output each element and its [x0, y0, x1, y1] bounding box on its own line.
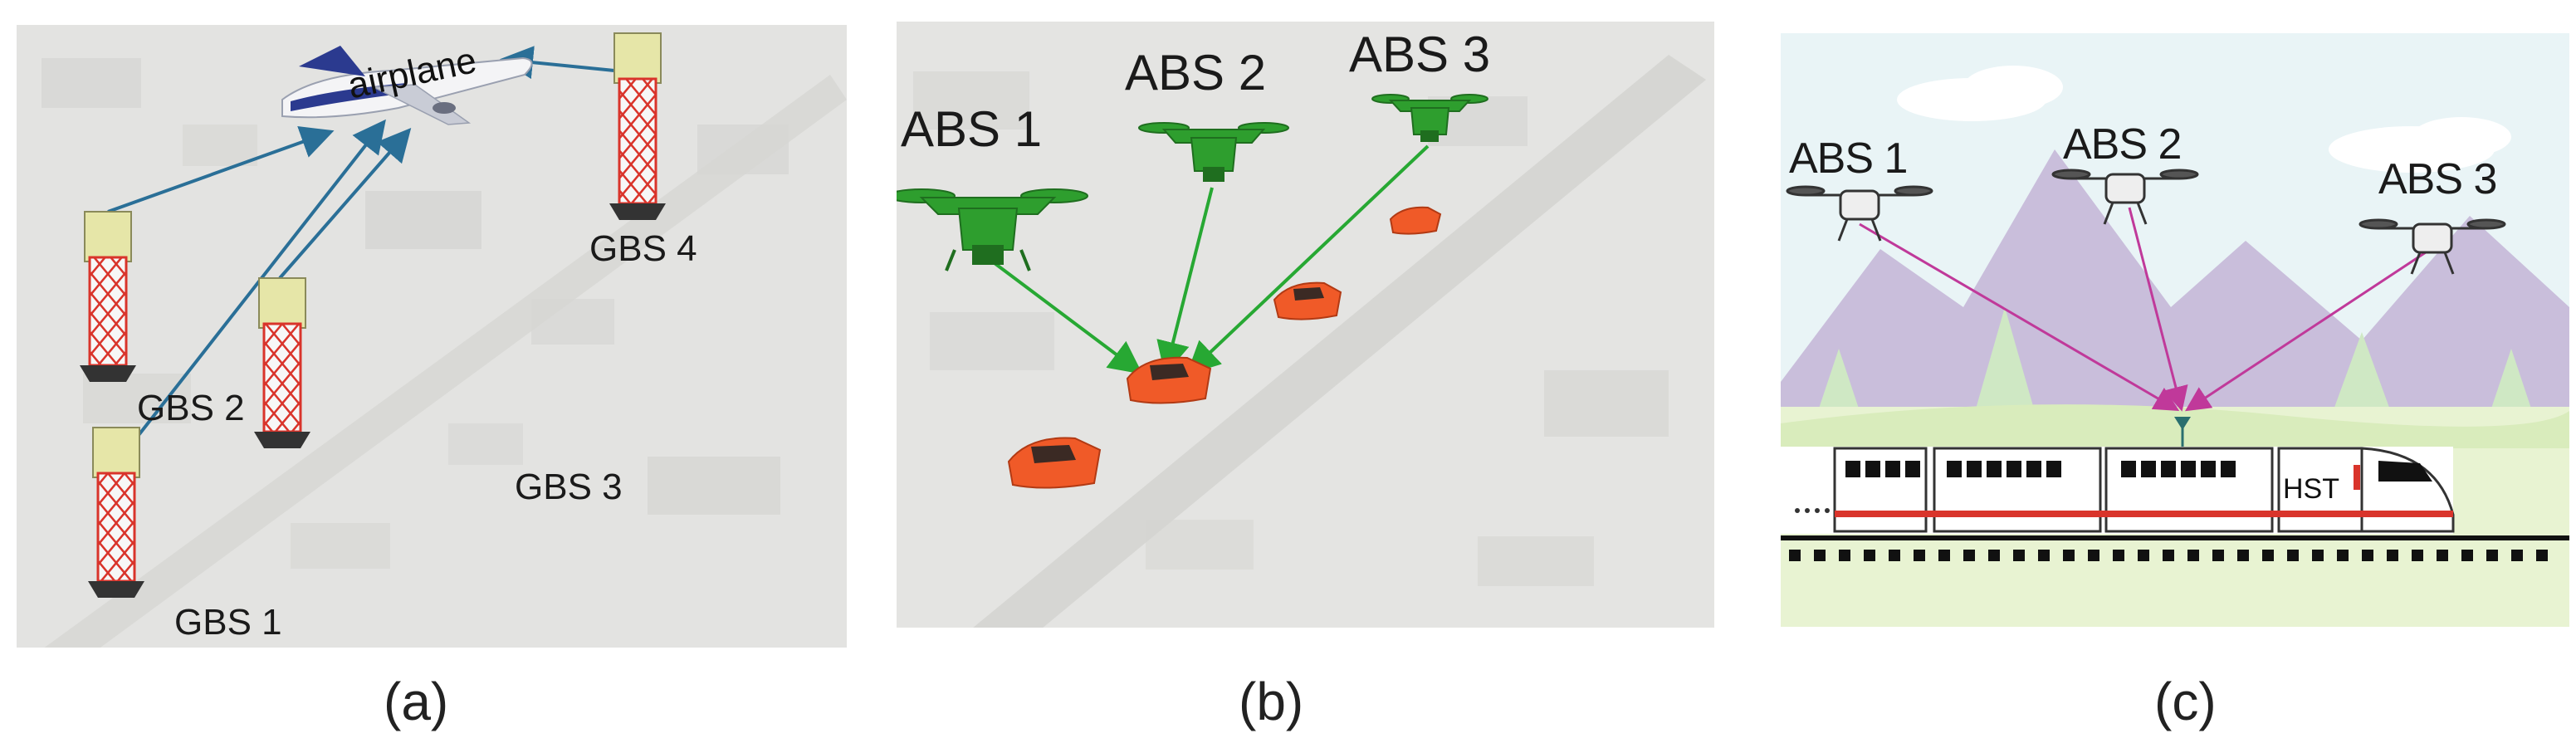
link-abs3 — [1186, 144, 1430, 375]
link-gbs2 — [107, 125, 335, 213]
drone-label-abs3: ABS 3 — [2378, 155, 2497, 203]
caption-a: (a) — [384, 672, 449, 731]
railway-track — [1781, 535, 2569, 561]
train-label: HST — [2283, 473, 2339, 505]
car-icon — [1126, 356, 1212, 404]
downlinks — [1859, 207, 2429, 412]
drone-icon — [897, 188, 1088, 271]
drone-label-abs2: ABS 2 — [1125, 45, 1267, 100]
panel-c: ABS 1 ABS 2 ABS 3 HST — [1781, 33, 2569, 627]
cell-tower-icon — [80, 211, 136, 382]
train-icon — [1781, 447, 2455, 534]
tower-label-gbs4: GBS 4 — [589, 228, 697, 269]
panel-a-scene — [17, 25, 847, 648]
drone-icon — [1371, 94, 1488, 142]
tower-label-gbs1: GBS 1 — [174, 602, 282, 643]
uplinks — [107, 46, 615, 463]
drone-label-abs1: ABS 1 — [901, 101, 1043, 157]
car-icon — [1273, 281, 1342, 320]
panel-a: airplane GBS 1 GBS 2 GBS 3 GBS 4 — [17, 25, 847, 648]
panel-b: ABS 1 ABS 2 ABS 3 — [897, 22, 1714, 628]
drone-icon — [2051, 169, 2199, 225]
car-icon — [1007, 437, 1102, 489]
link-abs3 — [2184, 249, 2429, 412]
airplane-icon — [281, 46, 533, 125]
link-abs1 — [986, 257, 1143, 374]
cell-tower-icon — [88, 427, 144, 598]
drone-icon — [2358, 218, 2506, 275]
panel-b-scene — [897, 22, 1714, 628]
caption-c: (c) — [2154, 672, 2217, 731]
clouds — [1897, 66, 2511, 173]
city-background — [17, 25, 847, 648]
drone-label-abs3: ABS 3 — [1349, 27, 1491, 82]
link-abs2 — [1156, 187, 1214, 375]
road — [973, 55, 1706, 628]
link-gbs3 — [278, 127, 412, 280]
tower-label-gbs2: GBS 2 — [137, 388, 245, 428]
caption-b: (b) — [1239, 672, 1304, 731]
car-icon — [1389, 206, 1442, 235]
panel-c-scene — [1781, 33, 2569, 627]
drone-label-abs2: ABS 2 — [2063, 120, 2182, 169]
link-abs1 — [1859, 222, 2180, 412]
link-abs2 — [2128, 207, 2188, 412]
drone-icon — [1138, 122, 1289, 182]
drone-label-abs1: ABS 1 — [1789, 134, 1908, 183]
cell-tower-icon — [254, 277, 310, 448]
downlinks — [986, 144, 1430, 375]
tower-label-gbs3: GBS 3 — [515, 467, 623, 507]
cell-tower-icon — [609, 32, 666, 220]
link-gbs1 — [116, 119, 386, 463]
drone-icon — [1786, 185, 1933, 242]
trees — [1814, 307, 2536, 423]
antenna-icon — [2174, 417, 2191, 448]
